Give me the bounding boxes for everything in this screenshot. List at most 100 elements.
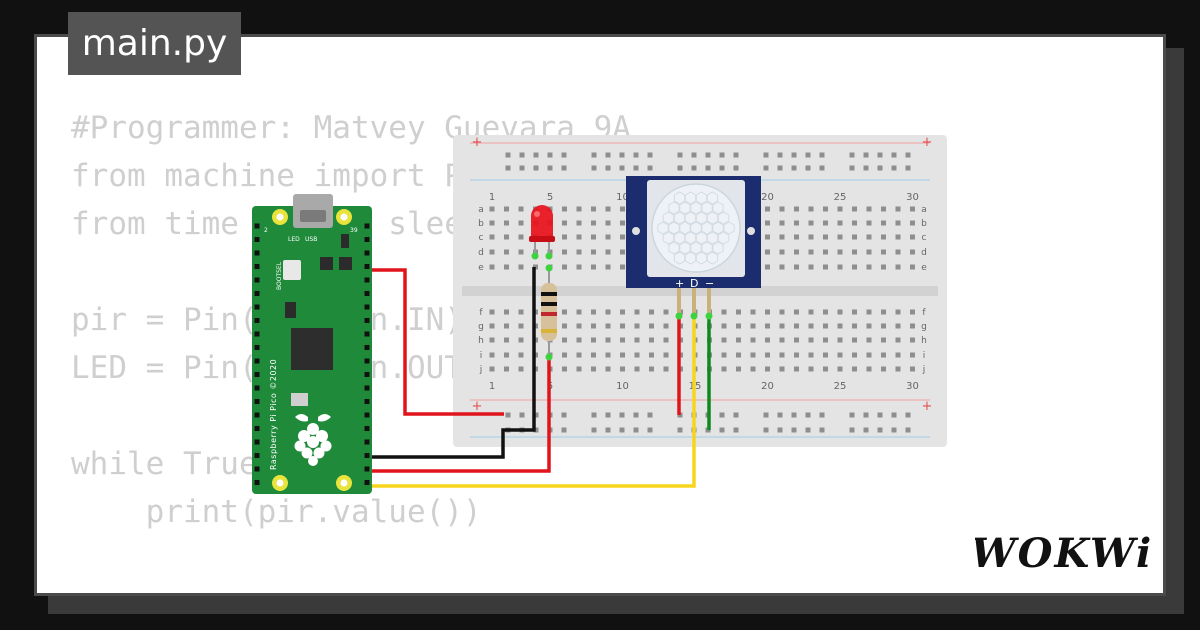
pico-pin[interactable] [254, 453, 260, 458]
rail-hole [605, 165, 611, 171]
breadboard-hole [489, 366, 495, 372]
pir-lens-pattern [657, 191, 735, 265]
breadboard-hole [895, 366, 901, 372]
pico-pin[interactable] [254, 223, 260, 229]
pir-motion-sensor[interactable]: + D − [626, 176, 761, 320]
pico-pin[interactable] [254, 277, 260, 283]
breadboard-hole [634, 337, 640, 343]
breadboard-hole [881, 366, 886, 372]
pico-pin[interactable] [254, 426, 260, 431]
lens-facet [657, 221, 669, 235]
breadboard-hole [562, 264, 567, 270]
pico-pin[interactable] [254, 385, 260, 391]
breadboard-hole [736, 309, 741, 315]
resistor[interactable] [541, 264, 557, 361]
breadboard-hole [852, 309, 857, 315]
pico-pin[interactable] [364, 426, 370, 431]
rail-hole [619, 165, 625, 171]
pico-pin[interactable] [364, 412, 370, 418]
pico-pin[interactable] [254, 331, 260, 337]
rail-hole [561, 165, 567, 171]
breadboard-hole [620, 323, 625, 329]
wokwi-logo: WOKWi [975, 530, 1150, 577]
pico-pin[interactable] [364, 223, 370, 229]
rail-hole [805, 427, 811, 433]
rail-hole [733, 412, 739, 418]
breadboard-hole [562, 249, 567, 255]
pico-pin[interactable] [254, 318, 260, 323]
breadboard-hole [881, 323, 886, 329]
pico-pin[interactable] [254, 480, 260, 485]
breadboard-hole [808, 323, 814, 329]
row-letter: e [478, 263, 484, 273]
pico-pin[interactable] [254, 237, 260, 242]
pico-pin[interactable] [254, 372, 260, 377]
filename-tab[interactable]: main.py [68, 12, 241, 75]
rail-hole [791, 412, 797, 418]
breadboard-hole [663, 366, 669, 372]
pico-pin[interactable] [254, 399, 260, 404]
pico-pin[interactable] [364, 250, 370, 256]
pico-pin[interactable] [254, 412, 260, 418]
pico-pin[interactable] [364, 385, 370, 391]
rail-hole [691, 152, 697, 158]
pico-pin[interactable] [364, 358, 370, 364]
pico-pin[interactable] [254, 358, 260, 364]
breadboard-hole [605, 249, 611, 255]
pir-pin-vcc-label: + [675, 277, 684, 290]
resistor-band-3 [541, 312, 557, 316]
rail-hole [849, 427, 855, 433]
breadboard-hole [910, 309, 915, 315]
pico-pin[interactable] [364, 466, 370, 472]
pico-pin[interactable] [364, 345, 370, 350]
pico-pin[interactable] [364, 331, 370, 337]
led-label: LED [288, 236, 300, 243]
debug-pad [291, 393, 308, 406]
breadboard-hole [881, 220, 886, 226]
pico-pin[interactable] [364, 399, 370, 404]
rail-hole [791, 165, 797, 171]
pico-pin[interactable] [364, 372, 370, 377]
breadboard-hole [794, 352, 799, 358]
rail-hole [819, 165, 825, 171]
breadboard-hole [808, 309, 814, 315]
breadboard-hole [765, 337, 770, 343]
breadboard-hole [866, 352, 872, 358]
breadboard-hole [852, 366, 857, 372]
pico-pin[interactable] [364, 453, 370, 458]
pico-pin[interactable] [364, 439, 370, 445]
pico-pin[interactable] [364, 237, 370, 242]
pico-pin[interactable] [364, 318, 370, 323]
rail-hole [591, 152, 597, 158]
bootsel-label: BOOTSEL [276, 261, 283, 290]
rail-hole [891, 427, 897, 433]
breadboard-hole [765, 206, 770, 212]
pico-pin[interactable] [254, 304, 260, 310]
breadboard-hole [794, 323, 799, 329]
pico-pin[interactable] [254, 439, 260, 445]
breadboard-hole [823, 323, 828, 329]
lens-facet [712, 221, 724, 235]
breadboard-hole [765, 249, 770, 255]
pico-pin[interactable] [254, 264, 260, 269]
pico-pin[interactable] [364, 480, 370, 485]
chip-small-3 [285, 302, 296, 318]
red-led[interactable] [529, 205, 555, 260]
rail-hole [863, 165, 869, 171]
breadboard-hole [837, 206, 843, 212]
rail-hole [519, 152, 525, 158]
pico-pin[interactable] [364, 264, 370, 269]
pico-pin[interactable] [254, 345, 260, 350]
pico-pin[interactable] [254, 466, 260, 472]
pico-pin[interactable] [254, 250, 260, 256]
breadboard-hole [837, 352, 843, 358]
pico-pin[interactable] [364, 277, 370, 283]
lens-facet [668, 221, 680, 235]
rail-hole [561, 427, 567, 433]
breadboard-hole [794, 309, 799, 315]
breadboard-hole [794, 249, 799, 255]
pico-pin[interactable] [254, 291, 260, 296]
pico-pin[interactable] [364, 304, 370, 310]
pico-pin[interactable] [364, 291, 370, 296]
